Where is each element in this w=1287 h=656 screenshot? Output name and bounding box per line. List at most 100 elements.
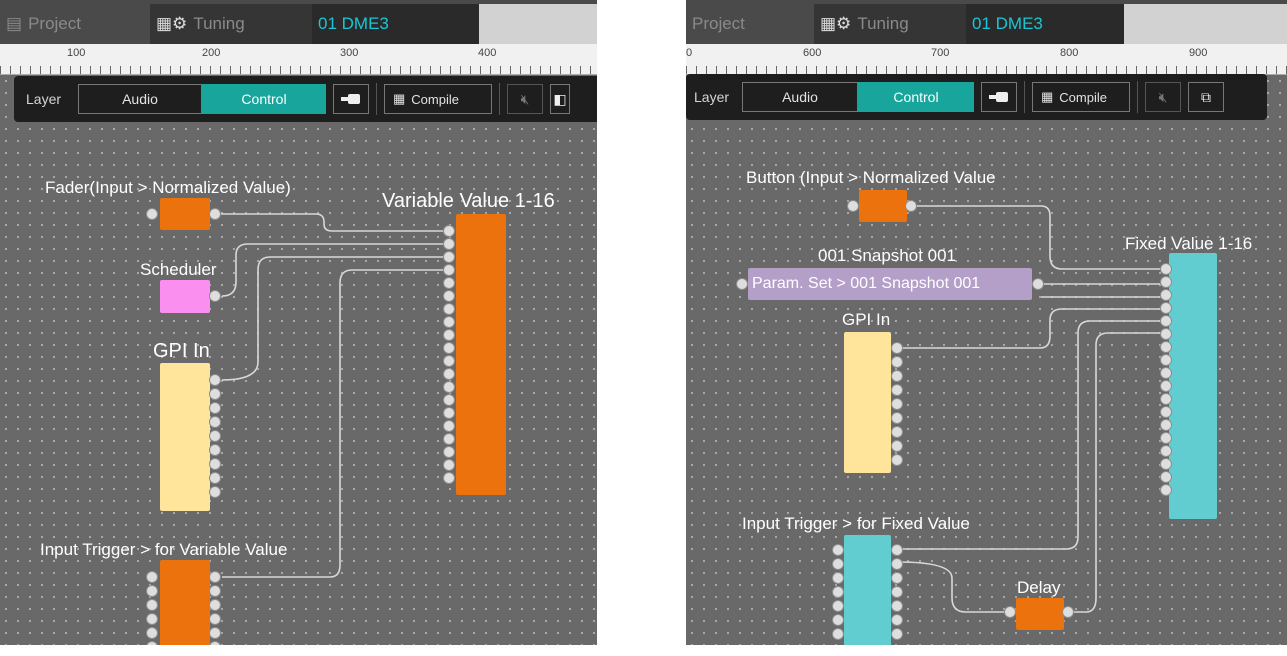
plug-icon[interactable] — [333, 84, 369, 114]
input-port[interactable] — [832, 628, 844, 640]
input-port[interactable] — [832, 572, 844, 584]
output-port[interactable] — [891, 384, 903, 396]
input-port[interactable] — [832, 586, 844, 598]
input-port[interactable] — [832, 558, 844, 570]
output-port[interactable] — [209, 402, 221, 414]
input-port[interactable] — [443, 420, 455, 432]
variable-value-component[interactable] — [456, 214, 506, 495]
output-port[interactable] — [891, 544, 903, 556]
plug-icon[interactable] — [981, 82, 1017, 112]
output-port[interactable] — [209, 444, 221, 456]
input-port[interactable] — [146, 613, 158, 625]
output-port[interactable] — [209, 208, 221, 220]
input-port[interactable] — [1160, 341, 1172, 353]
input-port[interactable] — [1160, 367, 1172, 379]
input-port[interactable] — [443, 407, 455, 419]
input-port[interactable] — [1160, 406, 1172, 418]
input-port[interactable] — [443, 433, 455, 445]
output-port[interactable] — [209, 585, 221, 597]
input-port[interactable] — [443, 277, 455, 289]
output-port[interactable] — [891, 356, 903, 368]
input-port[interactable] — [443, 303, 455, 315]
mute-icon[interactable]: 🔇︎ — [507, 84, 543, 114]
input-port[interactable] — [832, 614, 844, 626]
tab-tuning[interactable]: ▦⚙ Tuning — [814, 4, 966, 44]
input-port[interactable] — [832, 544, 844, 556]
input-port[interactable] — [1160, 458, 1172, 470]
input-port[interactable] — [1004, 606, 1016, 618]
input-port[interactable] — [443, 264, 455, 276]
input-port[interactable] — [443, 381, 455, 393]
fader-component[interactable] — [160, 198, 210, 230]
gpi-in-component[interactable] — [844, 332, 891, 473]
mute-icon[interactable]: 🔇︎ — [1145, 82, 1181, 112]
output-port[interactable] — [209, 290, 221, 302]
output-port[interactable] — [891, 426, 903, 438]
input-port[interactable] — [1160, 484, 1172, 496]
output-port[interactable] — [209, 458, 221, 470]
fixed-value-component[interactable] — [1169, 253, 1217, 519]
audio-layer-button[interactable]: Audio — [742, 82, 858, 112]
input-trigger-component[interactable] — [844, 535, 891, 645]
tab-device[interactable]: 01 DME3 — [312, 4, 479, 44]
device-icon[interactable]: ⧉ — [1188, 82, 1224, 112]
input-port[interactable] — [146, 599, 158, 611]
input-port[interactable] — [1160, 289, 1172, 301]
compile-button[interactable]: ▦ Compile — [1032, 82, 1130, 112]
output-port[interactable] — [1062, 606, 1074, 618]
output-port[interactable] — [891, 370, 903, 382]
tab-project[interactable]: ▤ Project — [6, 14, 81, 33]
input-port[interactable] — [443, 316, 455, 328]
output-port[interactable] — [209, 627, 221, 639]
input-port[interactable] — [832, 600, 844, 612]
audio-layer-button[interactable]: Audio — [78, 84, 202, 114]
input-port[interactable] — [1160, 354, 1172, 366]
input-port[interactable] — [146, 208, 158, 220]
output-port[interactable] — [891, 398, 903, 410]
output-port[interactable] — [209, 571, 221, 583]
tab-device[interactable]: 01 DME3 — [966, 4, 1124, 44]
input-port[interactable] — [1160, 380, 1172, 392]
output-port[interactable] — [891, 342, 903, 354]
input-port[interactable] — [443, 355, 455, 367]
output-port[interactable] — [891, 454, 903, 466]
gpi-in-component[interactable] — [160, 363, 210, 511]
input-port[interactable] — [443, 446, 455, 458]
input-port[interactable] — [443, 394, 455, 406]
input-port[interactable] — [1160, 315, 1172, 327]
input-port[interactable] — [443, 329, 455, 341]
output-port[interactable] — [209, 486, 221, 498]
input-port[interactable] — [736, 278, 748, 290]
output-port[interactable] — [209, 416, 221, 428]
input-port[interactable] — [443, 342, 455, 354]
output-port[interactable] — [209, 388, 221, 400]
input-port[interactable] — [146, 627, 158, 639]
input-port[interactable] — [443, 472, 455, 484]
input-trigger-component[interactable] — [160, 560, 210, 645]
input-port[interactable] — [1160, 393, 1172, 405]
input-port[interactable] — [443, 368, 455, 380]
param-set-component[interactable]: Param. Set > 001 Snapshot 001 — [748, 268, 1032, 300]
output-port[interactable] — [891, 440, 903, 452]
tab-tuning[interactable]: ▦⚙ Tuning — [150, 4, 312, 44]
input-port[interactable] — [443, 251, 455, 263]
tab-project[interactable]: Project — [692, 14, 745, 33]
output-port[interactable] — [891, 412, 903, 424]
input-port[interactable] — [443, 238, 455, 250]
device-icon[interactable]: ◧ — [550, 84, 570, 114]
button-component[interactable] — [859, 190, 907, 222]
input-port[interactable] — [1160, 432, 1172, 444]
input-port[interactable] — [1160, 302, 1172, 314]
output-port[interactable] — [891, 600, 903, 612]
design-canvas[interactable] — [686, 75, 1287, 645]
output-port[interactable] — [1032, 278, 1044, 290]
output-port[interactable] — [891, 586, 903, 598]
input-port[interactable] — [443, 290, 455, 302]
output-port[interactable] — [209, 374, 221, 386]
input-port[interactable] — [847, 200, 859, 212]
output-port[interactable] — [209, 613, 221, 625]
input-port[interactable] — [1160, 445, 1172, 457]
output-port[interactable] — [891, 628, 903, 640]
output-port[interactable] — [209, 430, 221, 442]
compile-button[interactable]: ▦ Compile — [384, 84, 492, 114]
